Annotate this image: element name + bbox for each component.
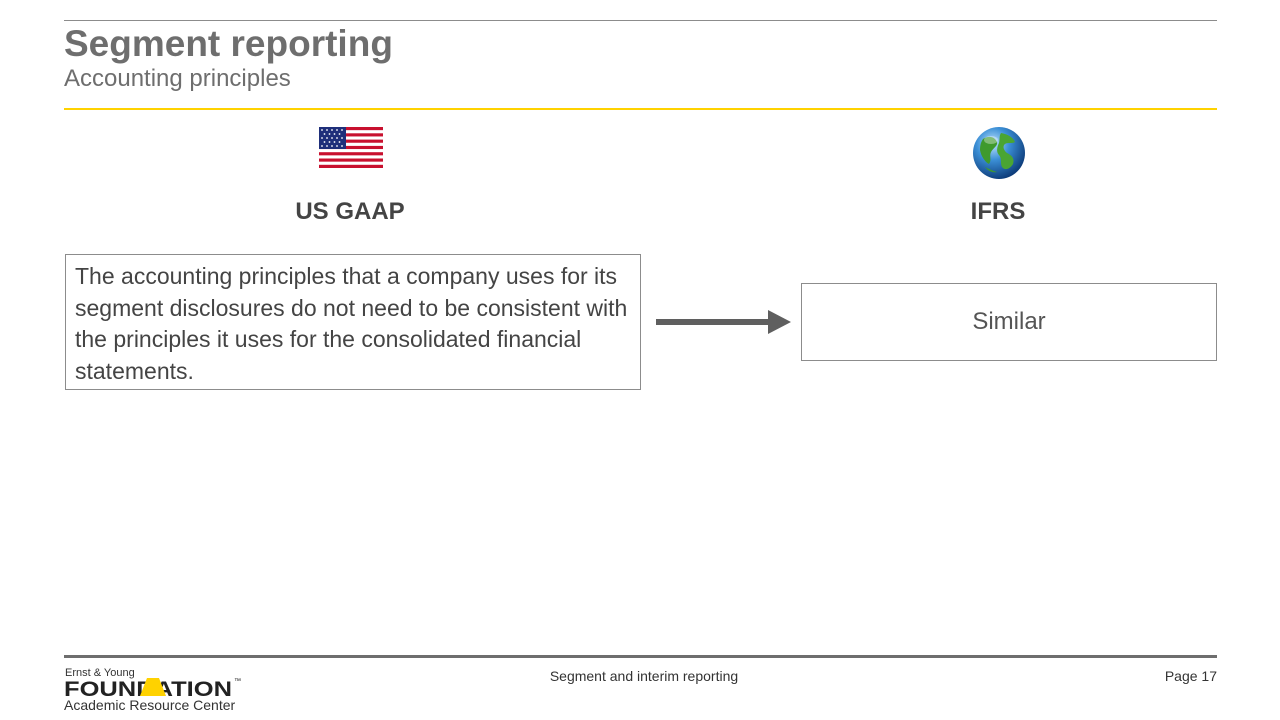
page-title: Segment reporting: [64, 23, 393, 64]
us-gaap-text: The accounting principles that a company…: [75, 263, 628, 384]
us-gaap-heading: US GAAP: [295, 198, 405, 225]
ifrs-heading: IFRS: [970, 198, 1026, 225]
arrow-right-icon: [656, 310, 791, 334]
us-flag-icon: [319, 127, 383, 168]
logo-subtitle: Academic Resource Center: [64, 697, 236, 713]
footer-rule: [64, 655, 1217, 658]
globe-icon: [973, 127, 1025, 179]
ifrs-text: Similar: [972, 308, 1046, 335]
footer-title: Segment and interim reporting: [549, 668, 739, 684]
us-gaap-text-box: The accounting principles that a company…: [65, 254, 641, 390]
ifrs-text-box: Similar: [801, 283, 1217, 361]
logo-top-text: Ernst & Young: [65, 667, 135, 679]
ey-foundation-logo: Ernst & Young FOUNDATION ™: [64, 667, 241, 701]
page-subtitle: Accounting principles: [64, 65, 291, 92]
header-accent-rule: [64, 108, 1217, 110]
header-top-rule: [64, 20, 1217, 21]
page-number: Page 17: [1164, 668, 1217, 684]
logo-tm: ™: [234, 678, 241, 685]
